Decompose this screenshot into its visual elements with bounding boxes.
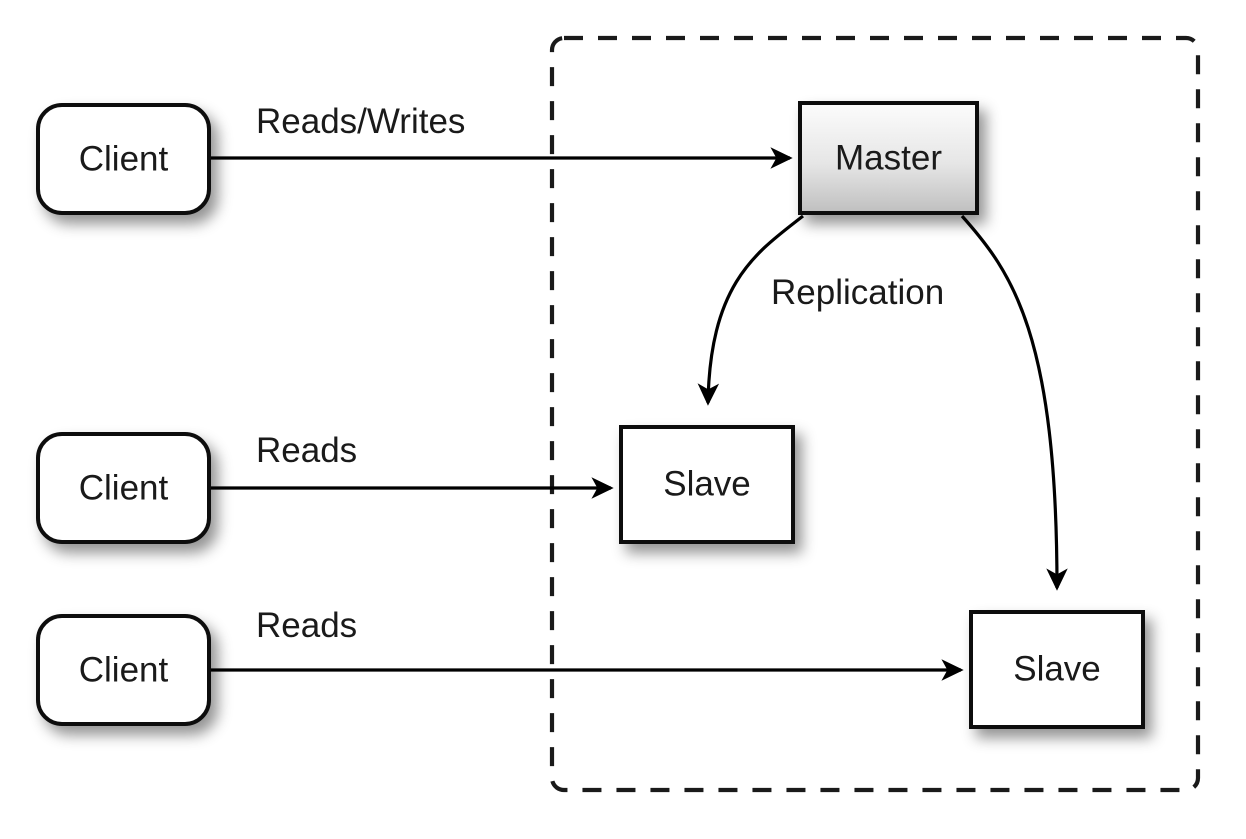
node-client-3[interactable]: Client [36,614,211,726]
master-label: Master [835,138,942,177]
node-slave-1[interactable]: Slave [619,425,795,544]
node-layer: Client Client Client Master Slave Slave [36,101,1145,729]
slave-1-label: Slave [663,464,751,503]
edge-label-reads-2: Reads [256,606,357,645]
node-slave-2[interactable]: Slave [969,610,1145,729]
node-master[interactable]: Master [798,101,979,215]
client-2-shape[interactable] [36,432,211,544]
edge-label-reads-1: Reads [256,431,357,470]
replication-cluster-boundary [549,35,1201,793]
edge-master-slave2 [960,214,1068,591]
edge-master-slave1 [697,214,804,406]
master-shape[interactable] [798,101,979,215]
edge-label-layer: Reads/Writes Replication Reads Reads [256,102,944,645]
edge-layer [209,147,1068,681]
client-3-shape[interactable] [36,614,211,726]
slave-2-shape[interactable] [969,610,1145,729]
client-1-shape[interactable] [36,103,211,215]
slave-2-label: Slave [1013,649,1101,688]
node-client-1[interactable]: Client [36,103,211,215]
client-1-label: Client [79,139,169,178]
slave-1-shape[interactable] [619,425,795,544]
client-3-label: Client [79,650,169,689]
edge-label-replication: Replication [771,273,944,312]
edge-label-reads-writes: Reads/Writes [256,102,465,141]
client-2-label: Client [79,468,169,507]
node-client-2[interactable]: Client [36,432,211,544]
